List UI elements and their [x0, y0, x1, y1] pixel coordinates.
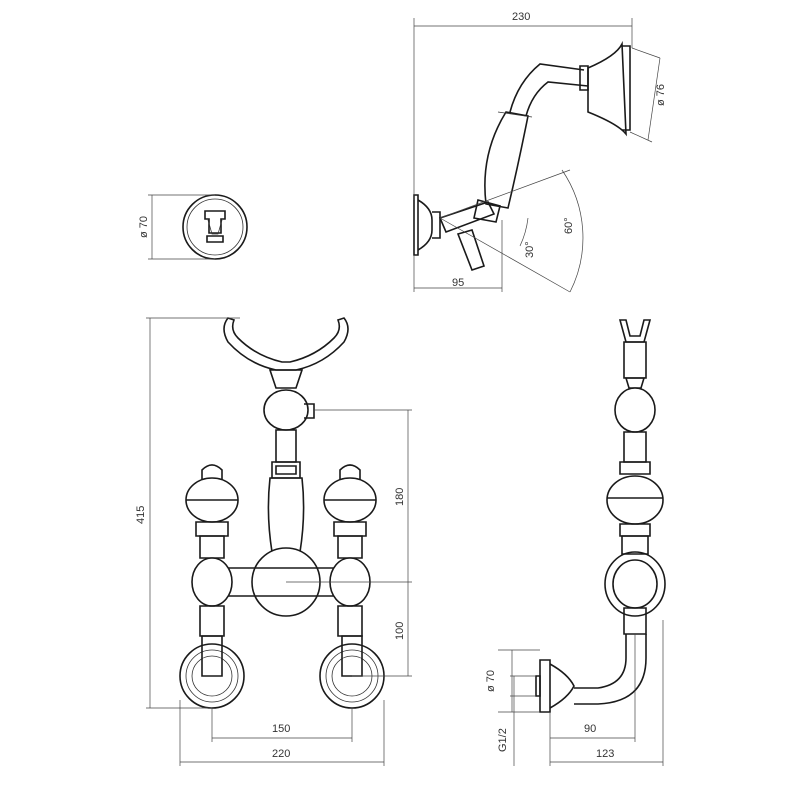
dim-depth-123: 123	[596, 748, 614, 760]
dim-diameter-70-side: ø 70	[485, 670, 497, 692]
dim-depth-95: 95	[452, 277, 464, 289]
dim-width-150: 150	[272, 723, 290, 735]
hand-shower-side-view	[413, 18, 661, 293]
dim-width-230: 230	[512, 11, 530, 23]
dim-height-180: 180	[394, 488, 406, 506]
dim-diameter-70-top: ø 70	[138, 216, 150, 238]
escutcheon-top-view	[148, 194, 248, 260]
dim-thread-g12: G1/2	[497, 728, 509, 752]
dim-width-220: 220	[272, 748, 290, 760]
mixer-side-view	[498, 319, 666, 766]
dim-diameter-76: ø 76	[655, 84, 667, 106]
dim-depth-90: 90	[584, 723, 596, 735]
mixer-front-view	[146, 317, 412, 766]
dim-angle-30: 30°	[524, 241, 536, 258]
dim-height-100: 100	[394, 622, 406, 640]
dim-angle-60: 60°	[563, 217, 575, 234]
dim-height-415: 415	[135, 506, 147, 524]
